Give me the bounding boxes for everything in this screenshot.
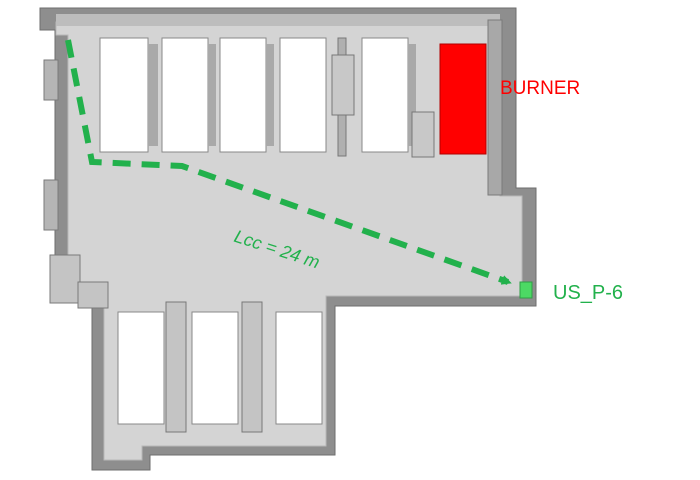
exit-marker (519, 281, 533, 299)
burner (439, 43, 487, 155)
partition (117, 311, 165, 425)
column-block (331, 54, 355, 116)
burner-label: BURNER (500, 78, 581, 99)
partition (361, 37, 409, 153)
left-wall-pier (43, 179, 59, 231)
top-wall-bevel (56, 14, 500, 26)
partition (279, 37, 327, 153)
partition (219, 37, 267, 153)
left-wall-pier (43, 59, 59, 101)
left-column (49, 254, 81, 304)
partition (161, 37, 209, 153)
partition-side (148, 44, 158, 146)
column-post (165, 301, 187, 433)
partition (99, 37, 149, 153)
partition-side (408, 44, 416, 146)
escape-path-arrow (65, 39, 512, 285)
right-wall-pier (487, 19, 503, 196)
column-post (241, 301, 263, 433)
partition (191, 311, 239, 425)
partition-side (208, 44, 216, 146)
small-block (411, 111, 435, 158)
partition-side (266, 44, 274, 146)
exit-label: US_P-6 (553, 282, 624, 304)
partition (275, 311, 323, 425)
left-column (77, 281, 109, 309)
